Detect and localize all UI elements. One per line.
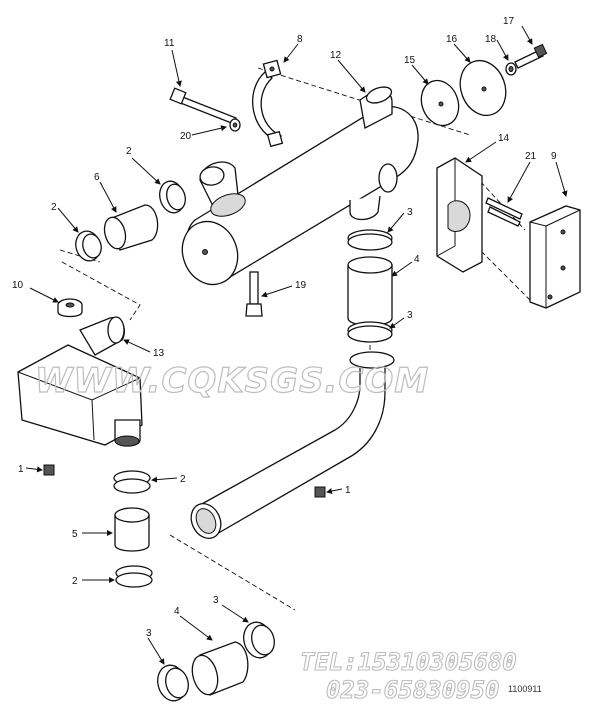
tube-5: [114, 507, 150, 552]
plug-1-left: [43, 464, 55, 476]
callout-2-top: 2: [126, 146, 132, 157]
callout-4-bottom: 4: [174, 606, 180, 617]
clamp-2-lower-lower: [115, 565, 153, 588]
bracket-14: [436, 157, 483, 273]
callout-12: 12: [330, 50, 342, 61]
callout-8: 8: [297, 34, 303, 45]
clamp-2-upper-left: [75, 230, 102, 262]
tube-4-bottom: [191, 641, 249, 696]
callout-14: 14: [498, 133, 510, 144]
clamp-2-lower-upper: [113, 470, 151, 494]
callout-18: 18: [485, 34, 497, 45]
tube-6: [103, 204, 159, 251]
callout-20: 20: [180, 131, 192, 142]
clamp-2-upper-right: [159, 180, 186, 214]
callout-9: 9: [551, 151, 557, 162]
bolt-11: [169, 87, 237, 125]
cap-10: [57, 298, 83, 318]
clamp-3-bottom-left: [157, 664, 189, 702]
leader-lines: [25, 25, 568, 665]
callout-1-left: 1: [18, 464, 24, 475]
contact-phone: 023-65830950: [326, 676, 499, 704]
plate-16: [459, 59, 507, 117]
callout-15: 15: [404, 55, 416, 66]
callout-numbers: 11 8 12 16 17 18 15 20 2 6 2 14 21 9 3 4…: [12, 16, 557, 639]
callout-5: 5: [72, 529, 78, 540]
callout-3-bottom-left: 3: [146, 628, 152, 639]
clamp-3-bottom-right: [243, 621, 275, 659]
gasket-15: [420, 79, 460, 127]
callout-3-middle: 3: [407, 310, 413, 321]
callout-3-bottom-right: 3: [213, 595, 219, 606]
callout-3-upper: 3: [407, 207, 413, 218]
bolt-19: [245, 271, 263, 317]
callout-11: 11: [164, 38, 175, 49]
washer-18: [505, 62, 517, 76]
callout-13: 13: [153, 348, 165, 359]
washer-20: [229, 118, 241, 132]
callout-2-lower-left: 2: [72, 576, 78, 587]
contact-tel: TEL:15310305680: [300, 648, 517, 676]
callout-2-lower-right: 2: [180, 474, 186, 485]
clamp-3-right-lower: [347, 321, 393, 343]
callout-17: 17: [503, 16, 515, 27]
pins-21: [485, 197, 523, 227]
watermark-text: WWW.CQKSGS.COM: [35, 361, 429, 401]
callout-16: 16: [446, 34, 458, 45]
tube-4-right: [347, 256, 393, 327]
callout-1-right: 1: [345, 485, 351, 496]
callout-21: 21: [525, 151, 537, 162]
plug-1-right: [314, 486, 326, 498]
strap-clamp-8: [252, 59, 284, 148]
callout-2-left: 2: [51, 202, 57, 213]
drawing-code: 1100911: [508, 684, 542, 694]
muffler-12: [181, 86, 419, 286]
callout-4-right: 4: [414, 254, 420, 265]
plate-9: [529, 205, 581, 309]
elbow-housing-13: [17, 316, 143, 447]
callout-19: 19: [295, 280, 307, 291]
clamp-3-right-upper: [347, 229, 393, 251]
callout-10: 10: [12, 280, 24, 291]
exhaust-pipe: [190, 351, 395, 540]
bolt-17: [514, 43, 548, 69]
callout-6: 6: [94, 172, 100, 183]
